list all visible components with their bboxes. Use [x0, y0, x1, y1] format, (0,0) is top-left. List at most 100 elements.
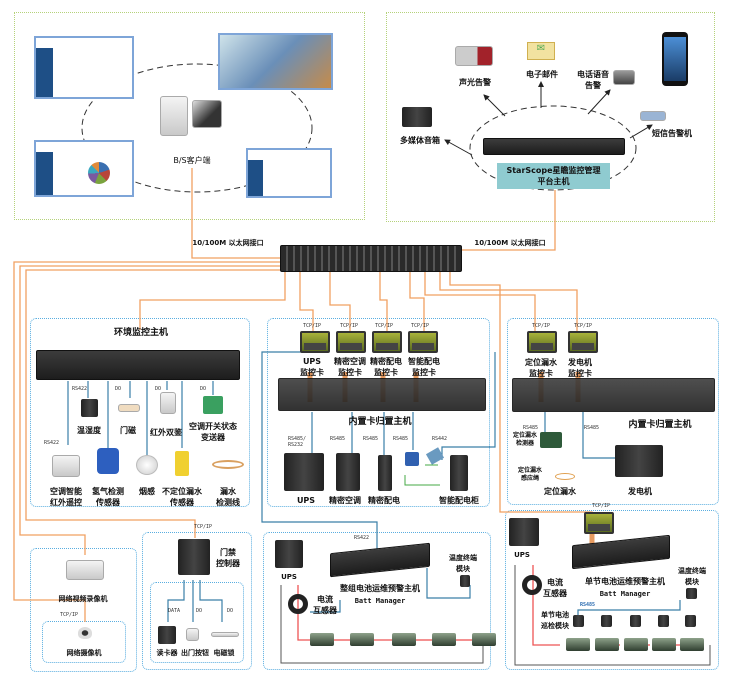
- leak-card-icon: [527, 331, 557, 353]
- smoke-label: 烟感: [139, 487, 155, 496]
- pdu-card-label: 精密配电 监控卡: [370, 357, 402, 377]
- client-screenshot-3d-room: [218, 33, 333, 90]
- phone-voice-alarm-label: 电话语音 告警: [577, 70, 609, 90]
- gen-card-icon: [568, 331, 598, 353]
- ac-card-icon: [336, 331, 366, 353]
- ups-device-icon: [284, 453, 324, 491]
- ac-switch-label: 空调开关状态 变送器: [189, 422, 237, 442]
- batt-group-host-label: 整组电池运维预警主机: [340, 584, 420, 593]
- env-title: 环境监控主机: [113, 328, 169, 338]
- client-zone: [14, 12, 365, 220]
- temp-humidity-sensor-icon: [81, 399, 98, 417]
- right-card-host: [512, 378, 715, 412]
- phone-voice-alarm-icon: [613, 70, 635, 85]
- client-screenshot-pie: [34, 140, 134, 197]
- battery-icon: [310, 633, 334, 646]
- hydrogen-label: 氢气检测 传感器: [92, 487, 124, 507]
- card-host-label: 内置卡归置主机: [348, 417, 412, 427]
- generator-label: 发电机: [628, 487, 652, 496]
- right-rs485-a: RS485: [523, 425, 539, 431]
- nvr-tcpip: TCP/IP: [60, 612, 79, 618]
- batt-group-ct-icon: [288, 594, 308, 614]
- battery-icon: [624, 638, 648, 651]
- leak-sensor-label: 不定位漏水 传感器: [162, 487, 202, 507]
- magnetic-lock-icon: [211, 632, 239, 637]
- access-tcpip: TCP/IP: [194, 524, 213, 530]
- batt-cell-host-label: 单节电池运维预警主机: [585, 577, 665, 586]
- card-zone: [267, 318, 490, 507]
- env-do-3: DO: [200, 386, 207, 392]
- pc-icon: [160, 96, 188, 136]
- env-do-2: DO: [155, 386, 162, 392]
- door-magnet-icon: [118, 404, 140, 412]
- battery-icon: [392, 633, 416, 646]
- leak-rope-icon: [555, 473, 575, 480]
- battery-icon: [652, 638, 676, 651]
- cell-module-icon: [601, 615, 612, 627]
- infrared-label: 红外双鉴: [150, 428, 182, 437]
- email-icon: ✉: [527, 42, 555, 60]
- batt-cell-temp-label: 温度终端 模块: [678, 567, 706, 586]
- infrared-sensor-icon: [160, 392, 176, 414]
- camera-zone: [42, 621, 126, 663]
- battery-icon: [566, 638, 590, 651]
- mobile-phone-icon: [662, 32, 688, 86]
- platform-server: [483, 138, 625, 155]
- hydrogen-sensor-icon: [97, 448, 119, 474]
- env-rs422-a: RS422: [72, 386, 88, 392]
- batt-group-ups-icon: [275, 540, 303, 568]
- batt-group-ct-label: 电流 互感器: [313, 595, 337, 615]
- meter-icon: [405, 452, 419, 466]
- exit-button-label: 出门按钮: [181, 649, 209, 657]
- batt-cell-tcpip: TCP/IP: [592, 503, 611, 509]
- audible-alarm-icon: [455, 46, 493, 66]
- email-label: 电子邮件: [526, 70, 558, 79]
- gen-card-label: 发电机 监控卡: [568, 358, 592, 378]
- leak-rope-label: 定位漏水 感应绳: [517, 467, 543, 482]
- ups-card-label: UPS 监控卡: [300, 357, 324, 377]
- card-reader-icon: [158, 626, 176, 644]
- card-reader-label: 读卡器: [156, 649, 178, 657]
- magnetic-lock-label: 电磁锁: [213, 649, 235, 657]
- ups-card-icon: [300, 331, 330, 353]
- cell-module-icon: [630, 615, 641, 627]
- cell-module-icon: [658, 615, 669, 627]
- client-ellipse: [81, 63, 313, 193]
- platform-zone: [386, 12, 715, 222]
- camera-label: 网络摄像机: [66, 649, 102, 657]
- battery-icon: [472, 633, 496, 646]
- pdu-device-label: 精密配电: [368, 496, 400, 505]
- speaker-icon: [402, 107, 432, 127]
- tcpip-label-3: TCP/IP: [375, 323, 394, 329]
- leak-line-icon: [212, 460, 244, 469]
- pdu-device-icon: [378, 455, 392, 491]
- batt-cell-host-en: Batt Manager: [599, 590, 651, 598]
- smart-pdu-card-icon: [408, 331, 438, 353]
- ac-protocol: RS485: [330, 436, 346, 442]
- cell-module-icon: [573, 615, 584, 627]
- smart-protocol: RS485: [393, 436, 409, 442]
- battery-icon: [350, 633, 374, 646]
- tcpip-label-2: TCP/IP: [340, 323, 359, 329]
- batt-group-host-en: Batt Manager: [354, 597, 406, 605]
- smart-cabinet-label: 智能配电柜: [439, 496, 479, 505]
- batt-cell-ups-icon: [509, 518, 539, 546]
- batt-cell-ct-icon: [522, 575, 542, 595]
- access-do-1: DO: [196, 608, 203, 614]
- batt-cell-ct-label: 电流 互感器: [543, 578, 567, 598]
- nvr-zone: [30, 548, 137, 672]
- access-do-2: DO: [227, 608, 234, 614]
- leak-line-label: 漏水 检测线: [216, 487, 240, 507]
- battery-icon: [680, 638, 704, 651]
- ups-protocol: RS485/ RS232: [288, 436, 307, 448]
- leak-label: 定位漏水: [544, 487, 576, 496]
- env-rs422-b: RS422: [44, 440, 60, 446]
- card-host: [278, 378, 486, 411]
- batt-cell-zone: [505, 510, 719, 670]
- smart-cabinet-icon: [450, 455, 468, 491]
- right-card-zone: [507, 318, 719, 505]
- right-host-label: 内置卡归置主机: [628, 420, 692, 430]
- tcpip-label-4: TCP/IP: [411, 323, 430, 329]
- client-screenshot-bars: [246, 148, 332, 198]
- platform-ellipse: [469, 105, 637, 191]
